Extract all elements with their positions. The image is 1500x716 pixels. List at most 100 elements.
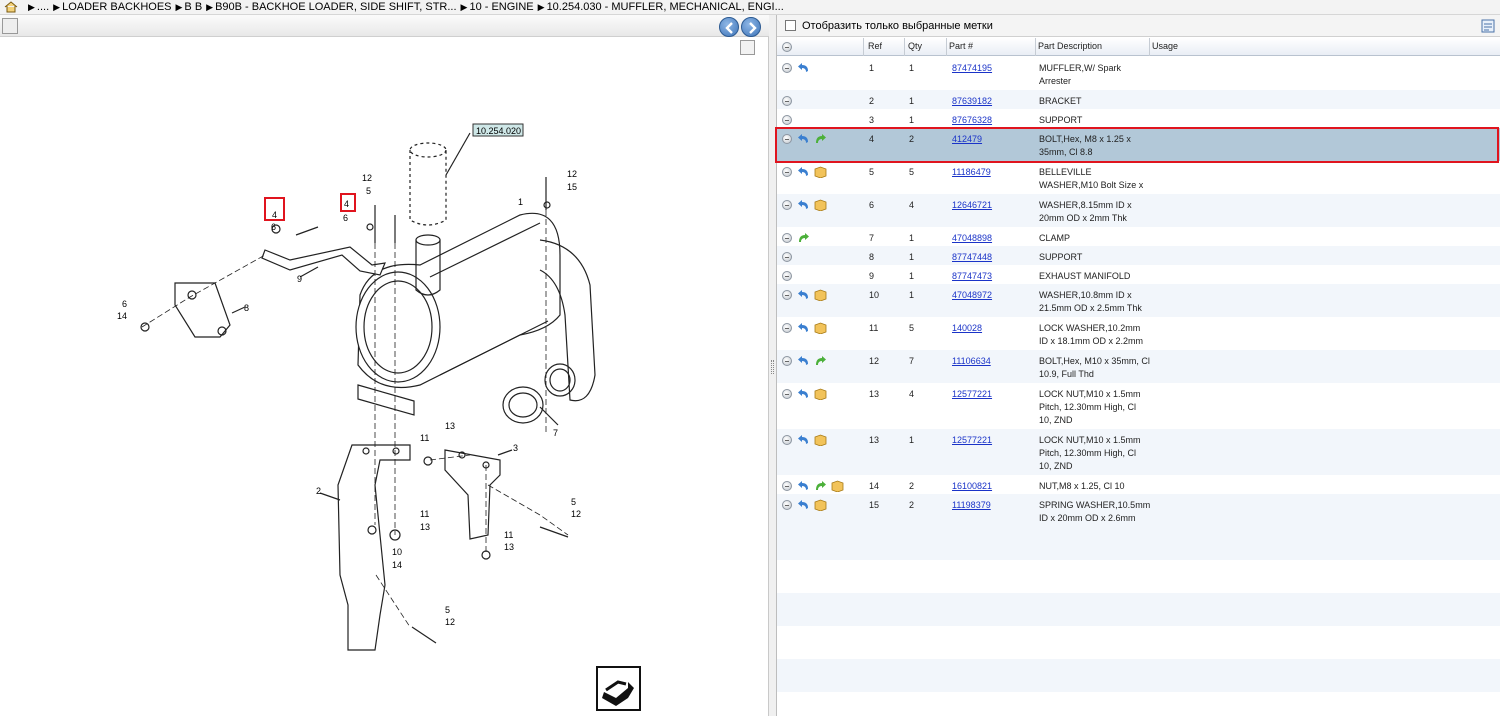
part-number-link[interactable]: 412479: [952, 134, 983, 144]
arrow-right-icon[interactable]: [814, 480, 827, 492]
box-icon[interactable]: [814, 322, 827, 334]
home-icon[interactable]: [4, 1, 18, 13]
arrow-left-icon[interactable]: [797, 480, 810, 492]
arrow-left-icon[interactable]: [797, 166, 810, 178]
part-number-link[interactable]: 47048898: [952, 233, 993, 243]
callout-6[interactable]: 6: [122, 299, 127, 309]
callout-10[interactable]: 10: [392, 547, 402, 557]
add-icon[interactable]: [782, 134, 792, 144]
add-icon[interactable]: [782, 481, 792, 491]
arrow-right-icon[interactable]: [814, 355, 827, 367]
toggle-sidebar-button[interactable]: [2, 18, 18, 34]
show-selected-only-checkbox[interactable]: [785, 20, 796, 31]
callout-4[interactable]: 4: [272, 210, 277, 220]
part-number-link[interactable]: 12646721: [952, 200, 993, 210]
column-qty[interactable]: Qty: [908, 41, 923, 51]
breadcrumb-item[interactable]: LOADER BACKHOES: [62, 1, 172, 13]
callout-6[interactable]: 6: [343, 213, 348, 223]
callout-5[interactable]: 5: [571, 497, 576, 507]
callout-4[interactable]: 4: [344, 199, 349, 209]
part-number-link[interactable]: 11198379: [952, 500, 991, 510]
arrow-left-icon[interactable]: [797, 199, 810, 211]
callout-13[interactable]: 13: [445, 421, 455, 431]
exit-button[interactable]: [596, 666, 641, 711]
callout-2[interactable]: 2: [316, 486, 321, 496]
add-icon[interactable]: [782, 323, 792, 333]
breadcrumb-item[interactable]: B90B - BACKHOE LOADER, SIDE SHIFT, STR..…: [215, 1, 457, 13]
breadcrumb-item[interactable]: 10 - ENGINE: [469, 1, 534, 13]
part-number-link[interactable]: 12577221: [952, 389, 993, 399]
add-icon[interactable]: [782, 200, 792, 210]
box-icon[interactable]: [814, 499, 827, 511]
arrow-left-icon[interactable]: [797, 388, 810, 400]
callout-9[interactable]: 9: [297, 274, 302, 284]
part-number-link[interactable]: 11186479: [952, 167, 991, 177]
add-icon[interactable]: [782, 356, 792, 366]
callout-12[interactable]: 12: [362, 173, 372, 183]
callout-11[interactable]: 11: [420, 433, 429, 443]
callout-15[interactable]: 15: [567, 182, 577, 192]
add-icon[interactable]: [782, 389, 792, 399]
add-icon[interactable]: [782, 290, 792, 300]
add-icon[interactable]: [782, 271, 792, 281]
add-icon[interactable]: [782, 233, 792, 243]
fit-view-button[interactable]: [740, 40, 755, 55]
callout-13[interactable]: 13: [504, 542, 514, 552]
part-number-link[interactable]: 87639182: [952, 96, 993, 106]
callout-14[interactable]: 14: [117, 311, 127, 321]
box-icon[interactable]: [831, 480, 844, 492]
part-number-link[interactable]: 16100821: [952, 481, 993, 491]
breadcrumb-item[interactable]: 10.254.030 - MUFFLER, MECHANICAL, ENGI..…: [546, 1, 784, 13]
callout-12[interactable]: 12: [571, 509, 581, 519]
arrow-right-icon[interactable]: [797, 232, 810, 244]
arrow-left-icon[interactable]: [797, 322, 810, 334]
callout-6[interactable]: 6: [271, 222, 276, 232]
callout-12[interactable]: 12: [567, 169, 577, 179]
arrow-left-icon[interactable]: [797, 434, 810, 446]
box-icon[interactable]: [814, 434, 827, 446]
callout-14[interactable]: 14: [392, 560, 402, 570]
callout-13[interactable]: 13: [420, 522, 430, 532]
column-description[interactable]: Part Description: [1038, 41, 1103, 51]
part-number-link[interactable]: 87474195: [952, 63, 993, 73]
part-number-link[interactable]: 47048972: [952, 290, 993, 300]
arrow-left-icon[interactable]: [797, 355, 810, 367]
reference-tag-label[interactable]: 10.254.020: [476, 126, 521, 136]
column-ref[interactable]: Ref: [868, 41, 883, 51]
box-icon[interactable]: [814, 289, 827, 301]
callout-11[interactable]: 11: [504, 530, 513, 540]
part-number-link[interactable]: 87676328: [952, 115, 993, 125]
arrow-left-icon[interactable]: [797, 133, 810, 145]
arrow-right-icon[interactable]: [814, 133, 827, 145]
breadcrumb-item[interactable]: B B: [184, 1, 203, 13]
box-icon[interactable]: [814, 199, 827, 211]
callout-1[interactable]: 1: [518, 197, 523, 207]
callout-5[interactable]: 5: [445, 605, 450, 615]
add-icon[interactable]: [782, 96, 792, 106]
callout-7[interactable]: 7: [553, 428, 558, 438]
part-number-link[interactable]: 87747473: [952, 271, 993, 281]
box-icon[interactable]: [814, 166, 827, 178]
column-usage[interactable]: Usage: [1152, 41, 1179, 51]
part-number-link[interactable]: 12577221: [952, 435, 993, 445]
forward-button[interactable]: [741, 17, 761, 37]
add-icon[interactable]: [782, 115, 792, 125]
add-icon[interactable]: [782, 167, 792, 177]
box-icon[interactable]: [814, 388, 827, 400]
part-number-link[interactable]: 11106634: [952, 356, 991, 366]
add-icon[interactable]: [782, 500, 792, 510]
